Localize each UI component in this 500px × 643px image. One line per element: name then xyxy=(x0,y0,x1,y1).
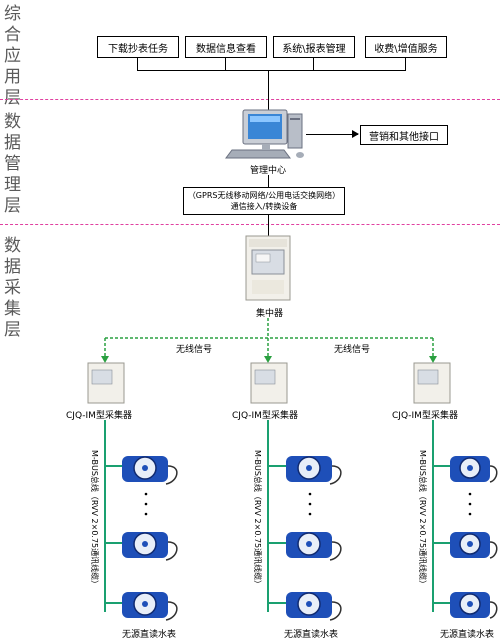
collector-icon-2 xyxy=(250,362,288,404)
meter-group-3 xyxy=(450,456,498,619)
app-box-download-task: 下载抄表任务 xyxy=(97,36,179,58)
collector-label-2: CJQ-IM型采集器 xyxy=(232,411,298,421)
app-connector-1 xyxy=(137,58,138,70)
center-to-network-connector xyxy=(268,175,269,187)
layer-divider-1 xyxy=(0,99,500,100)
collector-label-1: CJQ-IM型采集器 xyxy=(66,411,132,421)
network-box: （GPRS无线移动网络/公用电话交换网络） 通信接入/转换设备 xyxy=(183,187,345,215)
app-box-report-management: 系统\报表管理 xyxy=(273,36,355,58)
bus-label-1: M-BUS总线（RVV 2×0.75通讯线缆） xyxy=(90,450,99,589)
app-connector-3 xyxy=(313,58,314,70)
meter-group-1 xyxy=(122,456,178,621)
network-to-concentrator-connector xyxy=(268,214,269,236)
interface-arrow-line xyxy=(306,134,358,135)
app-to-center-connector xyxy=(268,70,269,110)
collector-icon-3 xyxy=(413,362,451,404)
network-label-line1: （GPRS无线移动网络/公用电话交换网络） xyxy=(187,191,341,200)
bus-label-3: M-BUS总线（RVV 2×0.75通讯线缆） xyxy=(418,450,427,589)
management-center-label: 管理中心 xyxy=(250,166,287,176)
collector-label-3: CJQ-IM型采集器 xyxy=(392,411,458,421)
app-connector-horizontal xyxy=(137,70,406,71)
interface-arrow-head xyxy=(352,130,359,138)
app-connector-2 xyxy=(225,58,226,70)
collector-icon-1 xyxy=(87,362,125,404)
wireless-label-right: 无线信号 xyxy=(334,345,371,355)
app-box-billing-service: 收费\增值服务 xyxy=(365,36,447,58)
bus-label-2: M-BUS总线（RVV 2×0.75通讯线缆） xyxy=(253,450,262,589)
app-box-data-view: 数据信息查看 xyxy=(185,36,267,58)
meter-group-2 xyxy=(286,456,342,621)
network-label-line2: 通信接入/转换设备 xyxy=(230,202,298,211)
concentrator-label: 集中器 xyxy=(256,309,284,319)
layer-label-application: 综合应用层 xyxy=(4,4,21,108)
interface-box: 营销和其他接口 xyxy=(360,125,448,145)
app-connector-4 xyxy=(405,58,406,70)
meter-label-1: 无源直读水表 xyxy=(122,630,177,640)
wireless-label-left: 无线信号 xyxy=(176,345,213,355)
layer-divider-2 xyxy=(0,224,500,225)
meter-label-2: 无源直读水表 xyxy=(284,630,339,640)
layer-label-management: 数据管理层 xyxy=(4,112,21,216)
meter-label-3: 无源直读水表 xyxy=(440,630,495,640)
layer-label-collection: 数据采集层 xyxy=(4,236,21,340)
